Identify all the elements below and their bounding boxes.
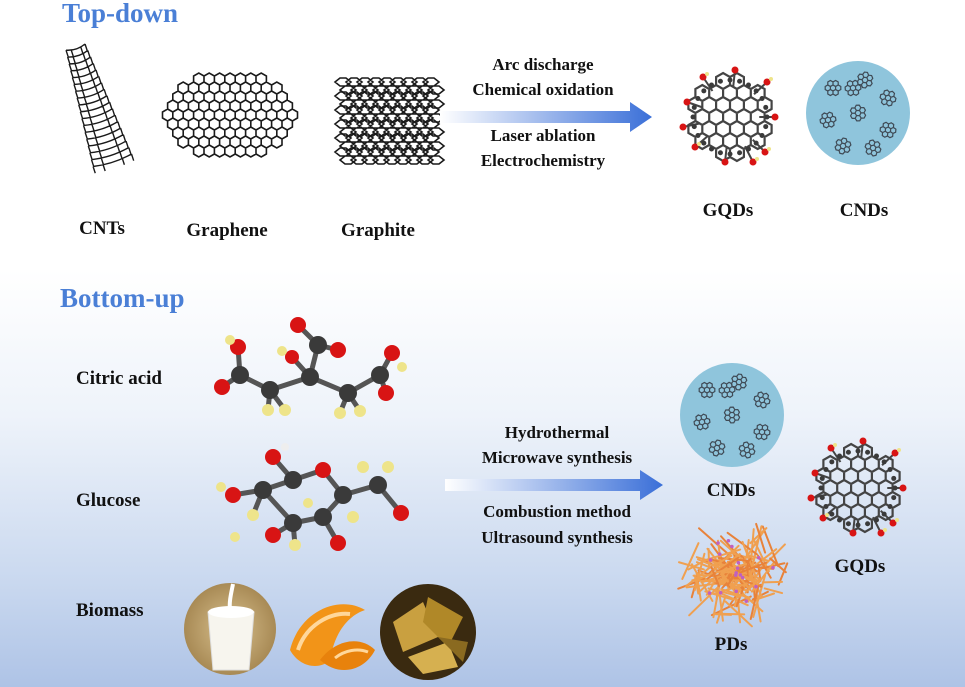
graphene-quantum-dot-icon — [679, 66, 779, 166]
carbon-nanodot-icon — [806, 61, 910, 165]
glucose-label: Glucose — [76, 490, 141, 511]
method-laser-ablation: Laser ablation — [490, 126, 596, 145]
method-combustion: Combustion method — [483, 502, 631, 521]
polymer-dot-icon — [677, 522, 789, 628]
method-arc-discharge: Arc discharge — [492, 55, 594, 74]
graphite-label: Graphite — [341, 220, 415, 241]
milk-glass-icon — [184, 583, 276, 675]
cnds-label-bottom: CNDs — [706, 480, 756, 501]
citric-acid-label: Citric acid — [76, 368, 163, 389]
carbon-nanotube-icon — [65, 43, 135, 174]
graphene-sheet-icon — [161, 72, 299, 158]
top-down-title: Top-down — [62, 0, 179, 28]
method-microwave-synthesis: Microwave synthesis — [481, 448, 633, 467]
graphene-quantum-dot-icon — [807, 437, 907, 537]
bottom-up-arrow — [445, 470, 663, 500]
carbon-nanodot-icon — [680, 363, 784, 467]
bottom-up-background — [0, 270, 965, 687]
gqds-label-bottom: GQDs — [834, 556, 886, 577]
method-ultrasound-synthesis: Ultrasound synthesis — [481, 528, 633, 547]
top-down-arrow — [440, 102, 652, 132]
pds-label: PDs — [714, 634, 748, 655]
graphite-layers-icon — [333, 77, 446, 165]
biomass-label: Biomass — [76, 600, 144, 621]
graphene-label: Graphene — [186, 220, 268, 241]
cnds-label-top: CNDs — [839, 200, 889, 221]
dried-leaves-icon — [380, 584, 476, 680]
orange-peel-icon — [290, 604, 375, 671]
method-hydrothermal: Hydrothermal — [504, 423, 610, 442]
bottom-up-title: Bottom-up — [60, 283, 185, 313]
cnts-label: CNTs — [79, 218, 125, 239]
gqds-label-top: GQDs — [702, 200, 754, 221]
method-chemical-oxidation: Chemical oxidation — [472, 80, 614, 99]
method-electrochemistry: Electrochemistry — [480, 151, 606, 170]
citric-acid-molecule-icon — [214, 317, 407, 419]
glucose-molecule-icon — [216, 443, 409, 551]
